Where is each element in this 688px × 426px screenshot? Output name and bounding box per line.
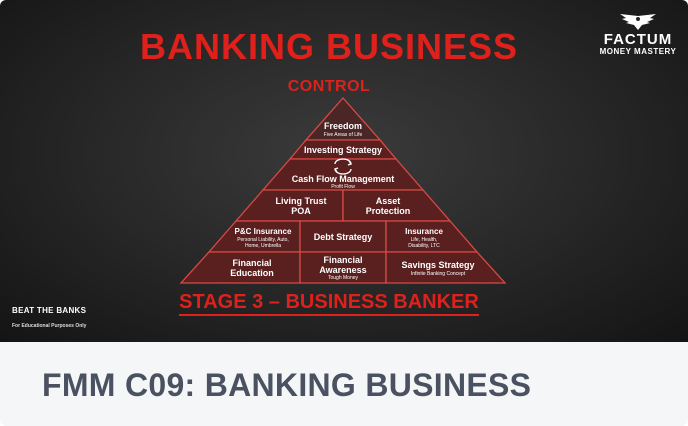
freedom-sub: Five Areas of Life [324, 132, 363, 138]
financial-awareness-line1: Financial [323, 255, 362, 265]
banner-title: BANKING BUSINESS [139, 26, 519, 67]
pc-insurance-sub1: Personal Liability, Auto, [237, 237, 289, 243]
poa-label: POA [291, 206, 311, 216]
logo-name: FACTUM [603, 31, 673, 48]
financial-awareness-line2: Awareness [319, 265, 366, 275]
pc-insurance-sub2: Home, Umbrella [245, 243, 281, 249]
pyramid-diagram: Freedom Five Areas of Life Investing Str… [179, 97, 507, 284]
stage-label: STAGE 3 – BUSINESS BANKER [0, 291, 688, 316]
banner-subtitle: CONTROL [287, 78, 371, 95]
living-trust-label: Living Trust [275, 196, 326, 206]
protection-label: Protection [366, 206, 411, 216]
pyramid-block-savings-strategy [385, 251, 507, 284]
eagle-wings-icon [620, 14, 656, 30]
cashflow-label: Cash Flow Management [292, 174, 395, 184]
factum-logo: FACTUM MONEY MASTERY [596, 12, 680, 64]
cycle-arrows-icon [333, 158, 353, 175]
logo-tagline: MONEY MASTERY [599, 47, 677, 56]
investing-label: Investing Strategy [304, 145, 382, 155]
freedom-label: Freedom [324, 121, 362, 131]
debt-strategy-label: Debt Strategy [314, 232, 373, 242]
insurance-sub2: Disability, LTC [408, 243, 440, 249]
financial-awareness-sub: Tough Money [328, 275, 359, 281]
financial-education-line1: Financial [232, 258, 271, 268]
course-thumbnail[interactable]: BANKING BUSINESS CONTROL FACTUM MONEY MA… [0, 0, 688, 342]
insurance-sub1: Life, Health, [411, 237, 438, 243]
savings-strategy-sub: Infinite Banking Concept [411, 271, 466, 277]
pc-insurance-label: P&C Insurance [235, 227, 292, 236]
asset-label: Asset [376, 196, 401, 206]
course-title[interactable]: FMM C09: BANKING BUSINESS [42, 367, 532, 403]
stage-text: STAGE 3 – BUSINESS BANKER [179, 291, 479, 316]
disclaimer-text: For Educational Purposes Only [12, 323, 87, 329]
financial-education-line2: Education [230, 268, 274, 278]
insurance-label: Insurance [405, 227, 443, 236]
beat-the-banks-logo: BEAT THE BANKS [12, 306, 87, 315]
savings-strategy-label: Savings Strategy [401, 260, 474, 270]
cashflow-sub: Profit Flow [331, 184, 355, 190]
